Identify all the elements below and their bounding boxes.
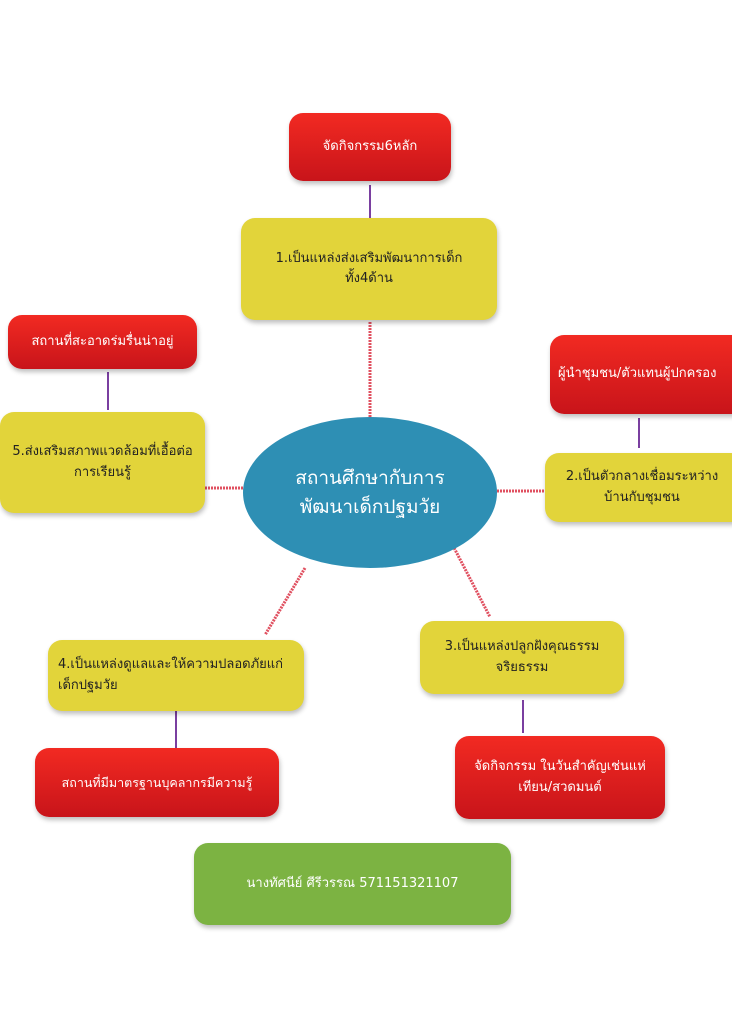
branch-node-2: 2.เป็นตัวกลางเชื่อมระหว่างบ้านกับชุมชน: [545, 453, 732, 522]
branch-node-4-text: 4.เป็นแหล่งดูแลและให้ความปลอดภัยแก่เด็กป…: [58, 657, 284, 693]
branch-node-5: 5.ส่งเสริมสภาพแวดล้อมที่เอื้อต่อการเรียน…: [0, 412, 205, 513]
detail-node-5: สถานที่สะอาดร่มรื่นน่าอยู่: [8, 315, 197, 369]
detail-node-1: จัดกิจกรรม6หลัก: [289, 113, 451, 181]
connector-center-branch-3: [448, 539, 492, 618]
central-topic: สถานศึกษากับการพัฒนาเด็กปฐมวัย: [243, 417, 497, 568]
detail-node-1-text: จัดกิจกรรม6หลัก: [322, 138, 418, 154]
branch-node-3: 3.เป็นแหล่งปลูกฝังคุณธรรมจริยธรรม: [420, 621, 624, 694]
branch-node-1-text: 1.เป็นแหล่งส่งเสริมพัฒนาการเด็กทั้ง4ด้าน: [275, 250, 463, 286]
connector-center-branch-4: [263, 567, 307, 636]
detail-node-3: จัดกิจกรรม ในวันสำคัญเช่นแห่เทียน/สวดมนต…: [455, 736, 665, 819]
detail-node-2: ผู้นำชุมชน/ตัวแทนผู้ปกครอง: [550, 335, 732, 414]
detail-node-4-text: สถานที่มีมาตรฐานบุคลากรมีความรู้: [61, 774, 253, 790]
author-box: นางทัศนีย์ ศีรีวรรณ 571151321107: [194, 843, 511, 925]
branch-node-4: 4.เป็นแหล่งดูแลและให้ความปลอดภัยแก่เด็กป…: [48, 640, 304, 711]
central-topic-line-2: พัฒนาเด็กปฐมวัย: [299, 495, 441, 518]
detail-node-5-text: สถานที่สะอาดร่มรื่นน่าอยู่: [31, 333, 174, 349]
branch-node-5-text: 5.ส่งเสริมสภาพแวดล้อมที่เอื้อต่อการเรียน…: [12, 444, 193, 480]
branch-node-3-text: 3.เป็นแหล่งปลูกฝังคุณธรรมจริยธรรม: [444, 639, 600, 675]
branch-node-1: 1.เป็นแหล่งส่งเสริมพัฒนาการเด็กทั้ง4ด้าน: [241, 218, 497, 320]
detail-node-2-text: ผู้นำชุมชน/ตัวแทนผู้ปกครอง: [558, 366, 717, 382]
detail-node-3-text: จัดกิจกรรม ในวันสำคัญเช่นแห่เทียน/สวดมนต…: [474, 759, 646, 795]
branch-node-2-text: 2.เป็นตัวกลางเชื่อมระหว่างบ้านกับชุมชน: [565, 469, 719, 505]
detail-node-4: สถานที่มีมาตรฐานบุคลากรมีความรู้: [35, 748, 279, 817]
central-topic-line-1: สถานศึกษากับการ: [295, 467, 445, 489]
author-text: นางทัศนีย์ ศีรีวรรณ 571151321107: [246, 875, 459, 891]
